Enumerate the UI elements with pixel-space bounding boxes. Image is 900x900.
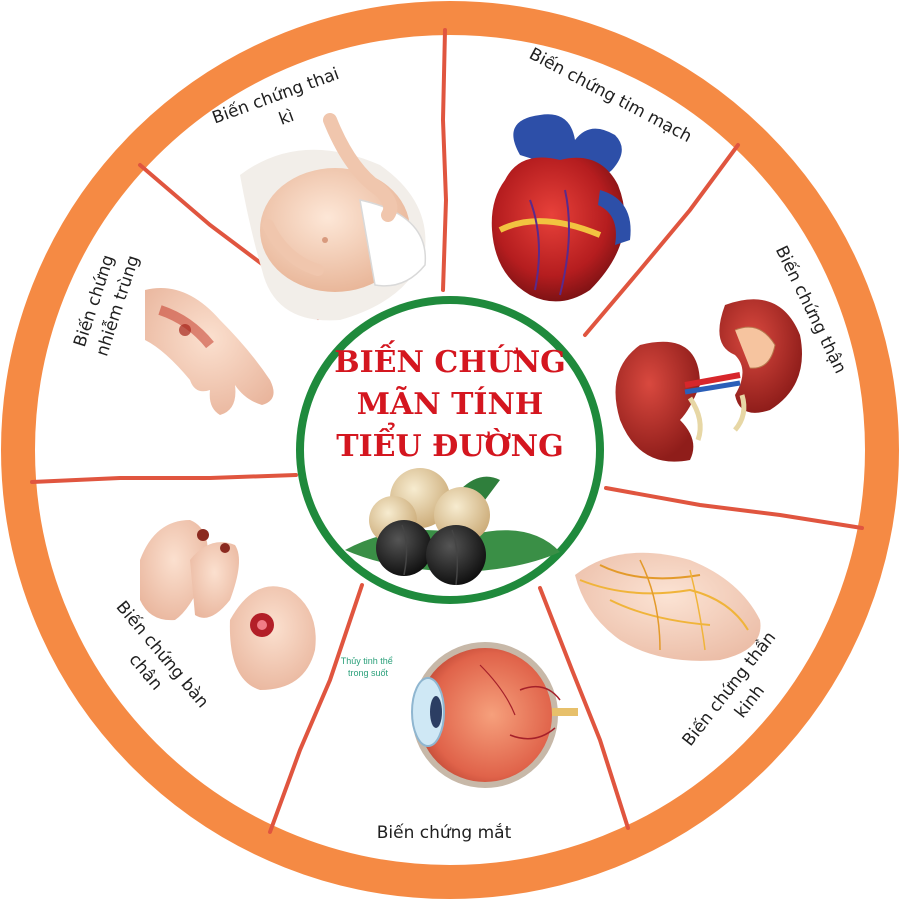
title-line-3: TIỂU ĐƯỜNG <box>336 422 563 464</box>
pregnancy-illustration <box>240 113 427 321</box>
title-line-1: BIẾN CHỨNG <box>334 340 566 380</box>
divider-top <box>440 28 449 292</box>
divider-bottom <box>268 583 364 834</box>
diabetic-foot-illustration <box>140 520 316 690</box>
divider-right <box>604 486 864 530</box>
foot-nerves-illustration <box>575 552 761 661</box>
title-line-2: MÃN TÍNH <box>357 386 543 422</box>
black-garlic-illustration <box>345 468 560 586</box>
infected-hand-illustration <box>145 288 274 415</box>
heart-illustration <box>491 114 631 302</box>
eye-note: Thủy tinh thể trong suốt <box>341 656 396 678</box>
eye-label: Biến chứng mắt <box>377 822 512 843</box>
kidneys-illustration <box>615 299 802 462</box>
eye-anatomy-illustration <box>411 642 578 788</box>
divider-bottom-right <box>538 586 630 830</box>
divider-top-right <box>583 143 740 337</box>
divider-left <box>30 473 298 484</box>
